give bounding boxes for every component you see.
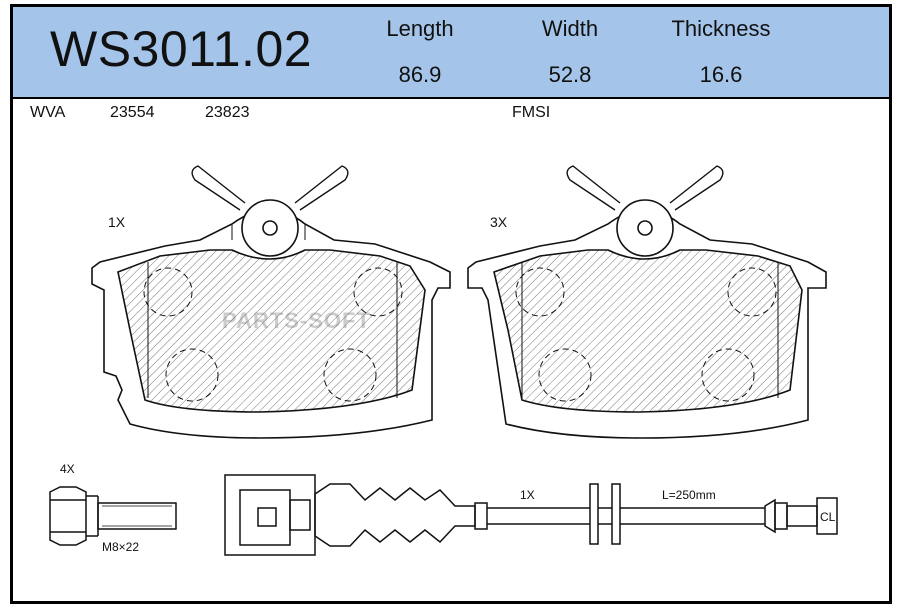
thickness-label: Thickness bbox=[671, 16, 771, 41]
watermark: PARTS-SOFT bbox=[222, 308, 371, 333]
length-value: 86.9 bbox=[398, 62, 442, 87]
right-pad-quantity: 3X bbox=[490, 214, 508, 230]
wva-number-2: 23823 bbox=[205, 104, 250, 121]
fmsi-label: FMSI bbox=[512, 104, 551, 121]
left-pad-quantity: 1X bbox=[108, 214, 126, 230]
bolt-quantity: 4X bbox=[60, 462, 75, 476]
wear-sensor-icon bbox=[224, 474, 838, 556]
brake-pad-left bbox=[91, 165, 451, 439]
bolt-icon bbox=[49, 486, 177, 546]
brake-pad-right bbox=[467, 165, 827, 439]
width-value: 52.8 bbox=[548, 62, 592, 87]
wva-number-1: 23554 bbox=[110, 104, 155, 121]
wva-label: WVA bbox=[30, 104, 66, 121]
drawing-frame bbox=[10, 4, 892, 604]
connector-label: CL bbox=[820, 510, 836, 524]
part-number: WS3011.02 bbox=[50, 21, 313, 77]
length-label: Length bbox=[386, 16, 454, 41]
header-band bbox=[13, 7, 889, 99]
thickness-value: 16.6 bbox=[699, 62, 743, 87]
width-label: Width bbox=[541, 16, 599, 41]
bolt-size: M8×22 bbox=[102, 540, 140, 554]
sensor-quantity: 1X bbox=[520, 488, 535, 502]
sensor-length: L=250mm bbox=[662, 488, 716, 502]
